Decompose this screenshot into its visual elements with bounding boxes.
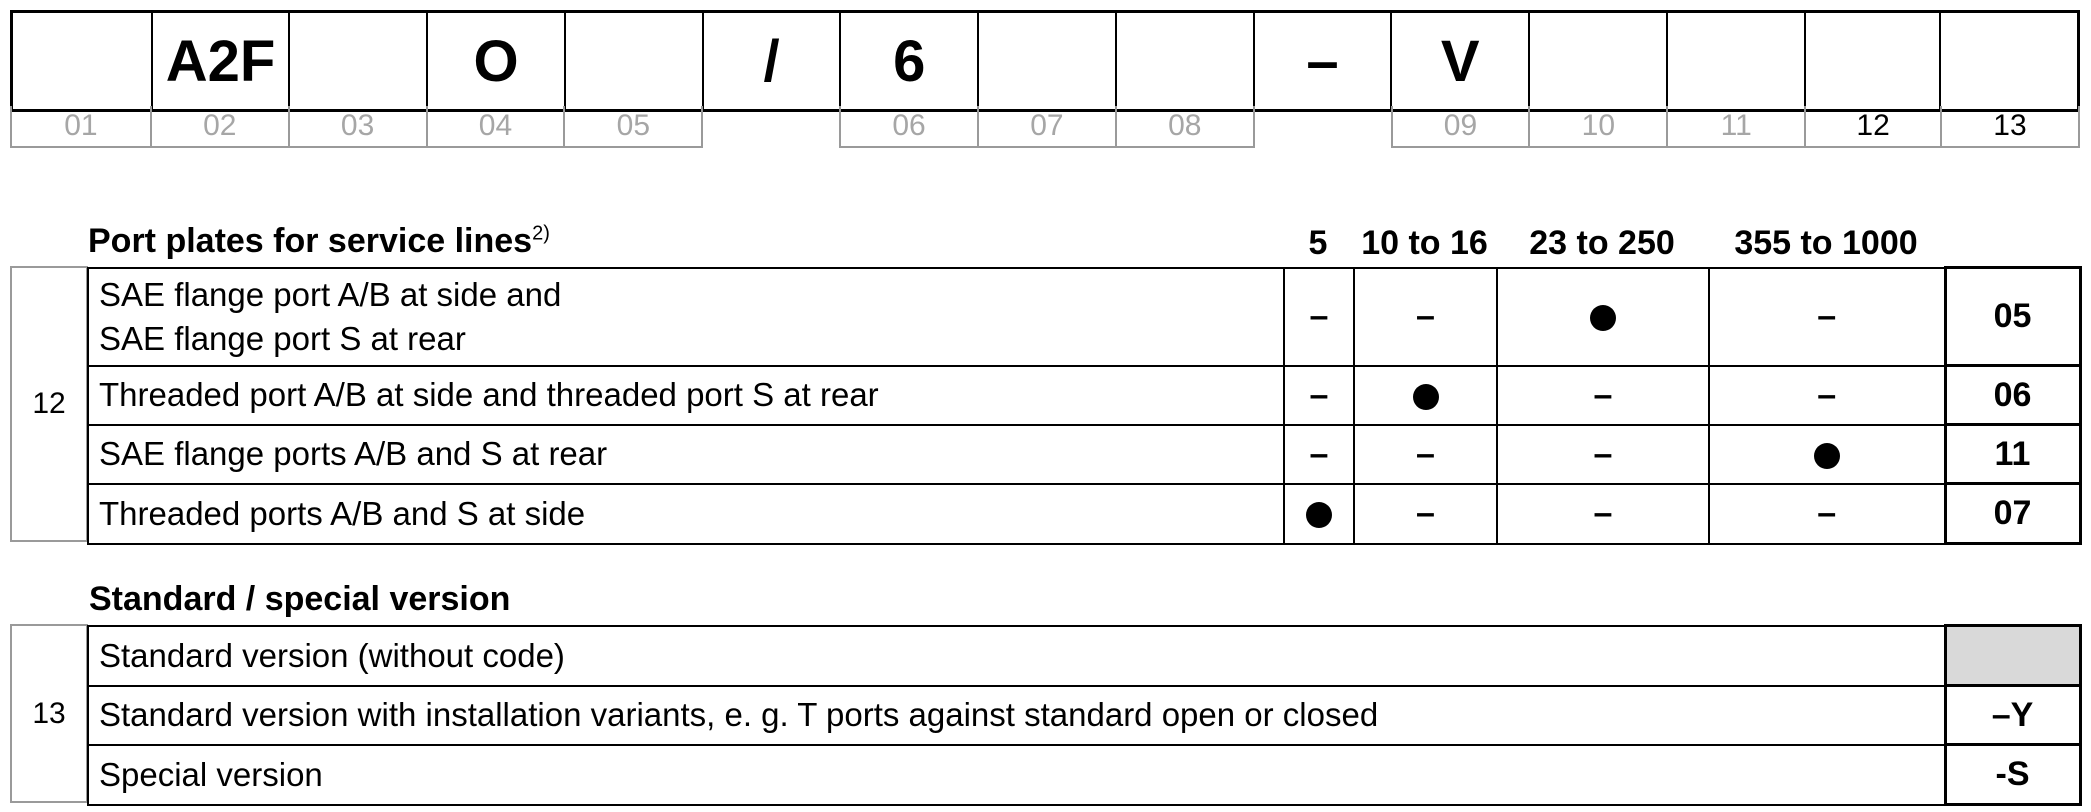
version-heading: Standard / special version <box>89 580 511 618</box>
row-description: Threaded ports A/B and S at side <box>87 482 1285 545</box>
type-code: A2F O / 6 – V 01 02 03 04 05 06 07 08 09… <box>10 10 2081 148</box>
position-number-13: 13 <box>10 624 88 803</box>
code-cell-07 <box>978 10 1116 112</box>
type-code-cells: A2F O / 6 – V <box>10 10 2081 112</box>
availability-dash: – <box>1708 482 1946 545</box>
code-cell-02: A2F <box>151 10 290 112</box>
position-number-12: 12 <box>10 266 88 542</box>
code-cell-08 <box>1115 10 1254 112</box>
code-cell-01 <box>10 10 152 112</box>
position-label: 10 <box>1529 106 1668 148</box>
code-separator-dash: – <box>1253 10 1392 112</box>
position-label: 09 <box>1390 106 1530 148</box>
availability-dash: – <box>1496 364 1710 426</box>
availability-dot <box>1412 383 1439 410</box>
availability-dash: – <box>1496 423 1710 485</box>
position-label: 02 <box>150 106 289 148</box>
row-description: Standard version with installation varia… <box>87 684 1946 746</box>
order-code-empty <box>1943 624 2082 687</box>
availability-dash: – <box>1496 482 1710 545</box>
code-cell-03 <box>289 10 428 112</box>
availability-dash: – <box>1283 423 1355 485</box>
order-code: –Y <box>1943 684 2082 746</box>
availability-dot <box>1813 442 1840 469</box>
position-label-active: 12 <box>1805 106 1942 148</box>
code-cell-09: V <box>1391 10 1530 112</box>
port-plates-heading: Port plates for service lines2) <box>88 222 550 261</box>
column-header-5: 5 <box>1308 224 1328 262</box>
row-description: Standard version (without code) <box>87 624 1946 687</box>
position-label-active: 13 <box>1941 106 2080 148</box>
position-gap <box>1255 106 1391 146</box>
port-plates-heading-text: Port plates for service lines <box>88 222 533 260</box>
availability-dash: – <box>1283 266 1355 367</box>
availability-dash: – <box>1708 266 1946 367</box>
order-code: 05 <box>1943 266 2082 367</box>
availability-dash: – <box>1353 482 1498 545</box>
table-row: Threaded ports A/B and S at side – – – 0… <box>87 482 2082 545</box>
position-label: 11 <box>1667 106 1806 148</box>
availability-dot-cell <box>1283 482 1355 545</box>
code-cell-04: O <box>427 10 565 112</box>
order-code: 11 <box>1943 423 2082 485</box>
table-row: SAE flange ports A/B and S at rear – – –… <box>87 423 2082 485</box>
position-label: 03 <box>288 106 427 148</box>
position-label: 08 <box>1115 106 1255 148</box>
availability-dash: – <box>1353 266 1498 367</box>
table-row: Standard version (without code) <box>87 624 2082 687</box>
availability-dash: – <box>1353 423 1498 485</box>
code-cell-12 <box>1804 10 1941 112</box>
order-code: 06 <box>1943 364 2082 426</box>
availability-dash: – <box>1708 364 1946 426</box>
table-row: Threaded port A/B at side and threaded p… <box>87 364 2082 426</box>
order-code: 07 <box>1943 482 2082 545</box>
footnote-marker: 2) <box>532 222 550 245</box>
availability-dot <box>1306 502 1332 529</box>
table-row: Standard version with installation varia… <box>87 684 2082 746</box>
position-label: 04 <box>426 106 565 148</box>
table-row: SAE flange port A/B at side and SAE flan… <box>87 266 2082 367</box>
code-cell-11 <box>1666 10 1805 112</box>
table-row: Special version -S <box>87 743 2082 806</box>
availability-dot <box>1590 305 1616 332</box>
order-code: -S <box>1943 743 2082 806</box>
column-header-23-250: 23 to 250 <box>1529 224 1675 262</box>
row-description: SAE flange port A/B at side and SAE flan… <box>87 266 1285 367</box>
position-label: 01 <box>10 106 151 148</box>
description-line: SAE flange port S at rear <box>99 319 466 357</box>
code-cell-13 <box>1940 10 2081 112</box>
position-label: 06 <box>839 106 978 148</box>
row-description: Threaded port A/B at side and threaded p… <box>87 364 1285 426</box>
position-label: 07 <box>977 106 1116 148</box>
code-cell-05 <box>564 10 703 112</box>
availability-dash: – <box>1283 364 1355 426</box>
row-description: SAE flange ports A/B and S at rear <box>87 423 1285 485</box>
column-header-355-1000: 355 to 1000 <box>1734 224 1918 262</box>
code-cell-10 <box>1529 10 1667 112</box>
port-plates-table: SAE flange port A/B at side and SAE flan… <box>87 266 2082 545</box>
availability-dot-cell <box>1353 364 1498 426</box>
availability-dot-cell <box>1496 266 1710 367</box>
code-cell-06: 6 <box>840 10 979 112</box>
position-label: 05 <box>564 106 704 148</box>
version-table: Standard version (without code) Standard… <box>87 624 2082 806</box>
description-line: SAE flange port A/B at side and <box>99 275 562 313</box>
row-description: Special version <box>87 743 1946 806</box>
column-header-10-16: 10 to 16 <box>1361 224 1488 262</box>
position-gap <box>703 106 839 146</box>
availability-dot-cell <box>1708 423 1946 485</box>
type-code-positions: 01 02 03 04 05 06 07 08 09 10 11 12 13 <box>10 106 2080 148</box>
code-separator-slash: / <box>702 10 841 112</box>
